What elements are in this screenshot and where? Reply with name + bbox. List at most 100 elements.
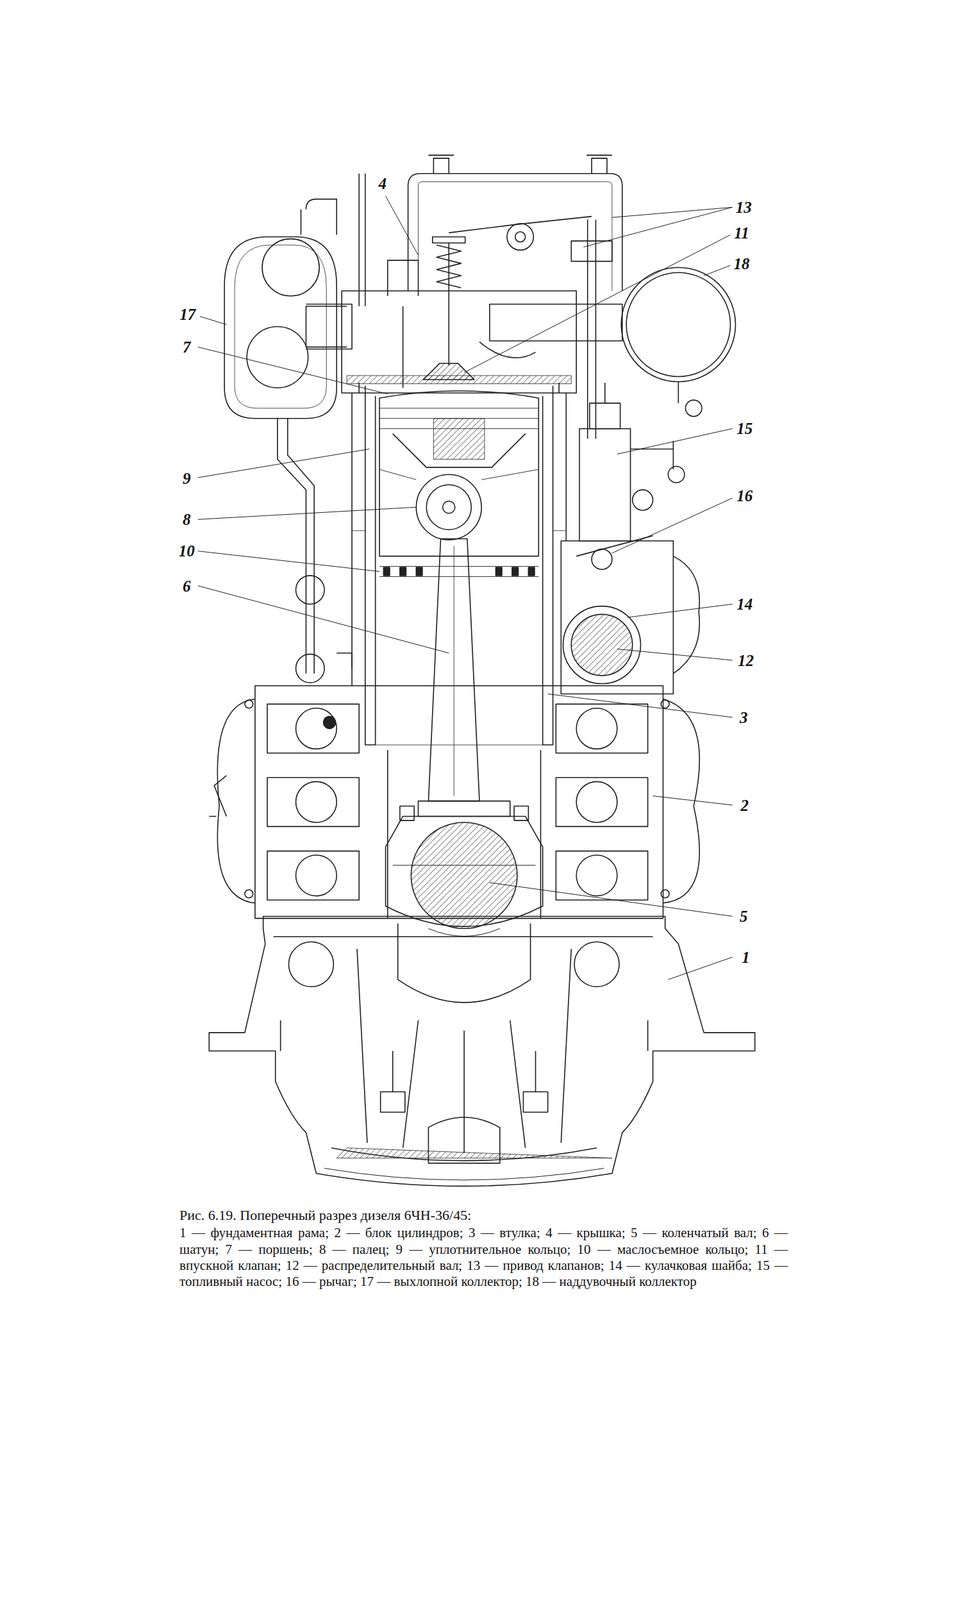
cylinder-block-part bbox=[576, 708, 618, 750]
cylinder-block-part bbox=[660, 889, 670, 898]
cylinder-block-part bbox=[555, 851, 648, 900]
leader-lines-part bbox=[198, 551, 380, 572]
fuel-pump-part bbox=[579, 428, 631, 541]
exhaust-manifold-part bbox=[336, 653, 352, 669]
crankshaft-part bbox=[399, 806, 415, 821]
piston-part bbox=[379, 566, 539, 577]
foundation-frame-part bbox=[208, 915, 755, 1186]
leader-lines-part bbox=[617, 648, 733, 661]
valve-drive-part bbox=[448, 216, 592, 233]
exhaust-manifold-part bbox=[296, 575, 325, 605]
fuel-pump-part bbox=[667, 466, 684, 483]
exhaust-manifold bbox=[224, 173, 366, 683]
intake-valve bbox=[423, 236, 475, 380]
exhaust-manifold-part bbox=[296, 653, 325, 683]
valve-drive bbox=[408, 155, 623, 439]
cylinder-liner-part bbox=[365, 385, 376, 745]
callout-number: 10 bbox=[178, 542, 195, 559]
cylinder-head-part bbox=[341, 290, 577, 393]
cylinder-block-part bbox=[244, 889, 254, 898]
cylinder-block-part bbox=[296, 781, 338, 823]
leader-lines-part bbox=[198, 449, 370, 479]
exhaust-manifold-part bbox=[358, 173, 360, 307]
callout-number: 11 bbox=[733, 224, 750, 241]
exhaust-manifold-part bbox=[262, 239, 320, 297]
cylinder-block-part bbox=[267, 777, 359, 827]
fuel-pump bbox=[560, 382, 700, 694]
leader-lines-part bbox=[464, 234, 731, 373]
foundation-frame-part bbox=[357, 948, 572, 1153]
callout-number: 7 bbox=[182, 339, 192, 356]
leader-lines-part bbox=[583, 207, 732, 247]
valve-drive-part bbox=[587, 219, 589, 439]
cylinder-liner-part bbox=[375, 744, 543, 746]
fuel-pump-part bbox=[630, 440, 674, 470]
valve-drive-part bbox=[595, 219, 597, 439]
callout-number: 12 bbox=[737, 651, 754, 668]
intake-valve-part bbox=[432, 236, 466, 243]
intake-valve-part bbox=[448, 242, 450, 366]
lever-part bbox=[591, 548, 613, 570]
piston bbox=[379, 390, 539, 577]
cylinder-block-part bbox=[267, 703, 359, 753]
piston-part bbox=[442, 501, 456, 514]
cylinder-block-part bbox=[267, 851, 359, 900]
exhaust-manifold-part bbox=[224, 236, 337, 418]
cylinder-liner-part bbox=[542, 385, 554, 745]
callout-number: 9 bbox=[182, 470, 192, 487]
connecting-rod-part bbox=[428, 539, 480, 802]
crankshaft bbox=[385, 806, 543, 937]
foundation-frame-part bbox=[574, 941, 620, 987]
foundation-frame bbox=[208, 915, 755, 1186]
cylinder-block-part bbox=[662, 698, 700, 903]
piston-part bbox=[415, 474, 482, 540]
cylinder-block-part bbox=[296, 855, 338, 897]
exhaust-manifold-part bbox=[301, 199, 338, 236]
connecting-rod-part bbox=[418, 801, 511, 817]
leader-lines-part bbox=[703, 265, 731, 276]
foundation-frame-part bbox=[535, 1051, 537, 1093]
crankshaft-part bbox=[428, 928, 500, 937]
cylinder-block-part bbox=[208, 775, 227, 817]
callout-number: 4 bbox=[378, 175, 388, 192]
charge-air-manifold-part bbox=[685, 399, 702, 416]
foundation-frame-part bbox=[324, 1168, 604, 1181]
cylinder-block-part bbox=[576, 781, 618, 823]
charge-air-manifold bbox=[621, 267, 736, 416]
cylinder-head-part bbox=[387, 260, 419, 388]
callout-number: 14 bbox=[736, 596, 753, 613]
cylinder-head bbox=[305, 260, 622, 393]
cylinder-liner-part bbox=[351, 530, 566, 531]
cylinder-block-part bbox=[217, 698, 256, 903]
callout-number: 18 bbox=[733, 255, 750, 272]
callout-number: 6 bbox=[182, 577, 192, 594]
callout-number: 15 bbox=[736, 420, 753, 437]
callout-number: 2 bbox=[740, 796, 750, 813]
leader-lines-part bbox=[199, 316, 227, 325]
callout-number: 1 bbox=[741, 948, 750, 965]
foundation-frame-part bbox=[392, 1051, 394, 1093]
piston-part bbox=[383, 567, 535, 576]
exhaust-manifold-part bbox=[277, 418, 315, 674]
leader-lines-part bbox=[667, 956, 732, 980]
piston-part bbox=[379, 469, 539, 480]
foundation-frame-part bbox=[288, 941, 334, 987]
crankshaft-part bbox=[410, 822, 518, 929]
connecting-rod-part bbox=[453, 546, 455, 797]
valve-drive-part bbox=[515, 232, 526, 243]
crankshaft-part bbox=[514, 806, 529, 821]
leader-lines-part bbox=[548, 693, 733, 718]
valve-drive-part bbox=[418, 182, 613, 291]
fuel-pump-part bbox=[589, 403, 621, 429]
valve-drive-part bbox=[433, 158, 607, 174]
cylinder-head-part bbox=[489, 304, 623, 341]
charge-air-manifold-part bbox=[626, 272, 731, 377]
lever-part bbox=[576, 535, 653, 557]
cylinder-block-part bbox=[244, 699, 254, 709]
leader-lines-part bbox=[198, 585, 450, 654]
leader-lines-part bbox=[489, 882, 733, 917]
foundation-frame-part bbox=[380, 1091, 406, 1113]
leader-lines-part bbox=[385, 196, 419, 256]
callout-number: 17 bbox=[179, 306, 196, 323]
figure-caption: Рис. 6.19. Поперечный разрез дизеля 6ЧН-… bbox=[179, 1206, 788, 1224]
